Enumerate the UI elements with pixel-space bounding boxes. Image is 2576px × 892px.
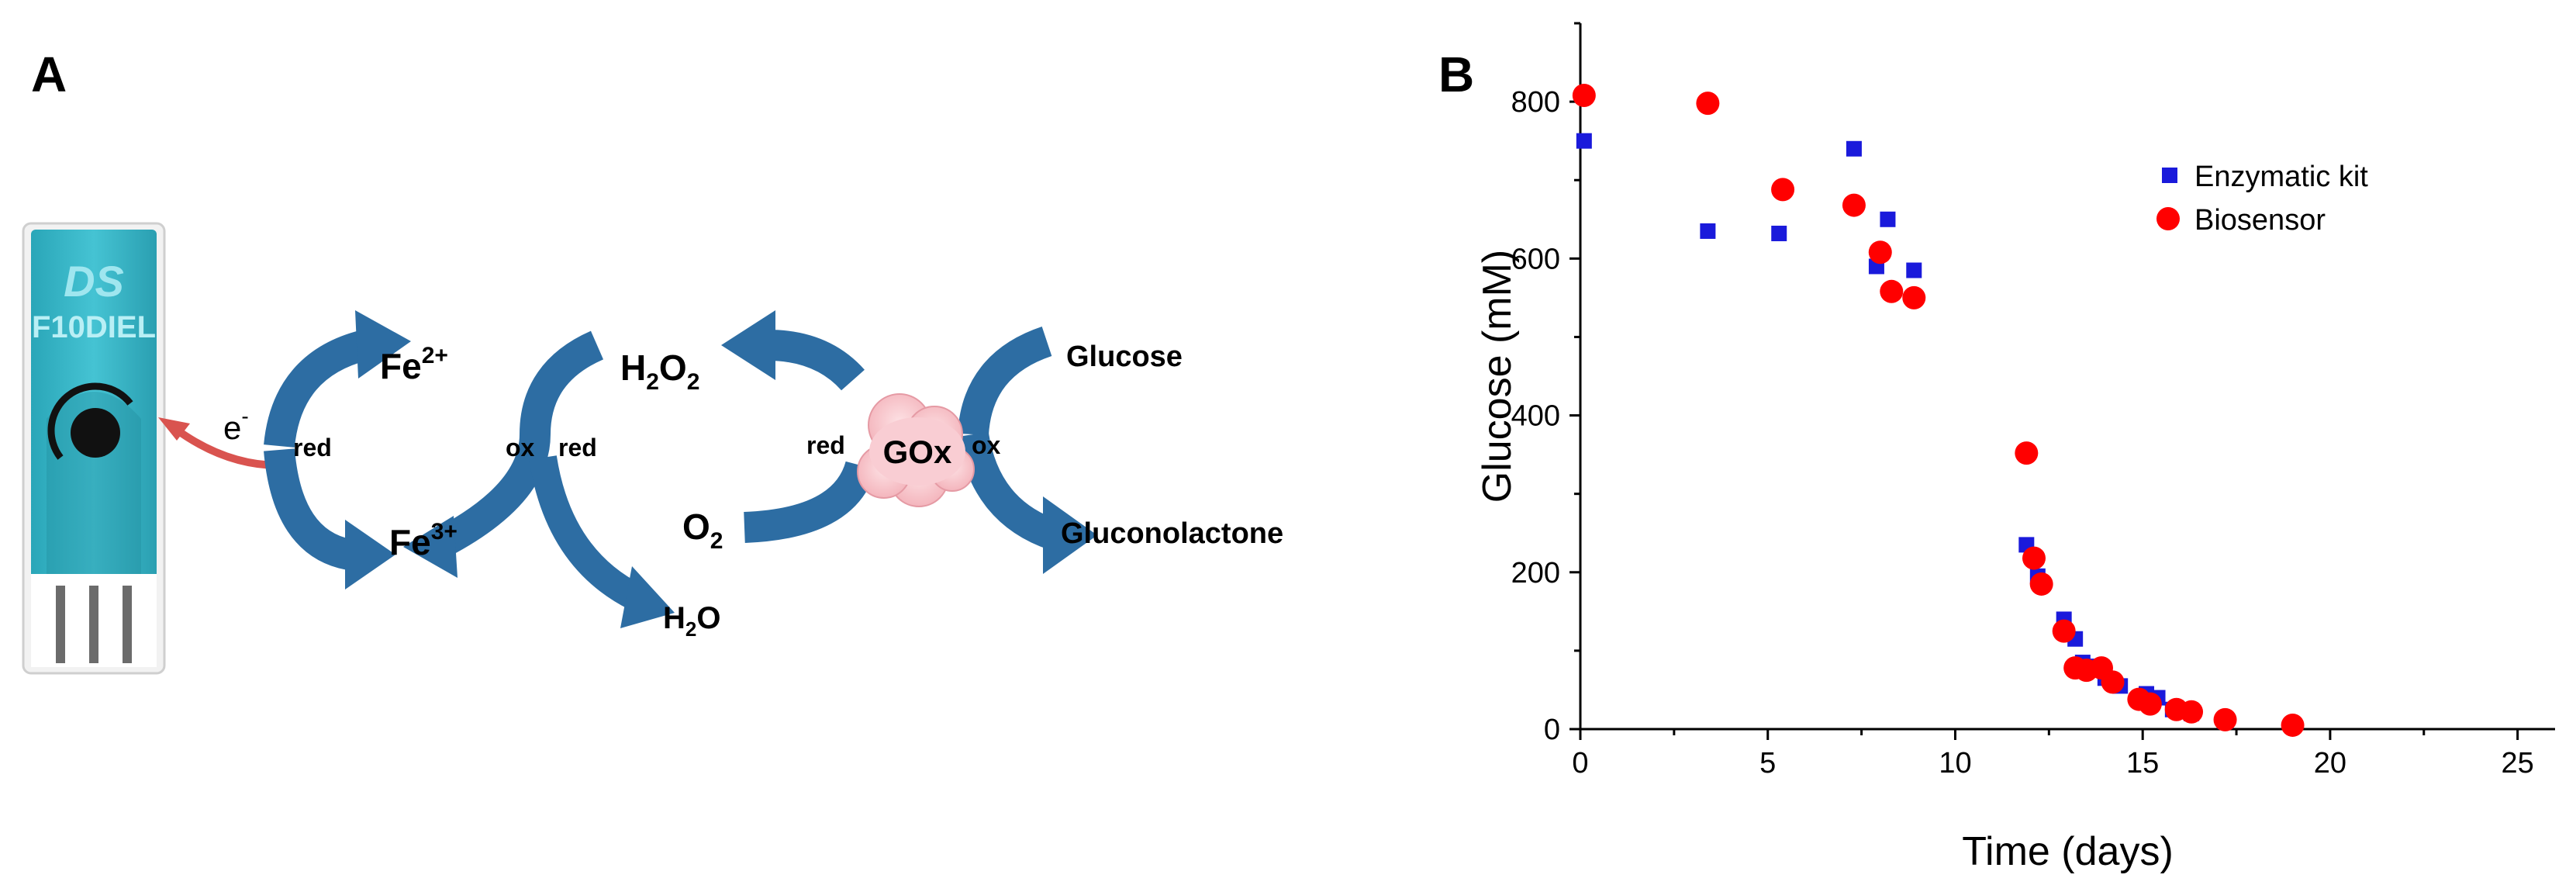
arrowhead-fe2 [355,310,411,379]
label-red-right: red [806,431,845,459]
label-ox-mid: ox [506,434,535,462]
panel-a-letter: A [31,47,67,102]
series-biosensor [1572,84,2305,737]
y-axis-ticks: 0 200 400 600 800 [1511,22,1580,746]
y-tick-label: 0 [1544,714,1560,746]
cycle-arc-o2 [744,460,876,543]
data-point-enzymatic-kit [1880,211,1896,227]
cycle-arc-fe-bottom [264,448,353,570]
cycle-arc-mid-top [520,330,604,435]
cycle-arc-fe-top [264,330,369,448]
species-o2: O2 [682,507,723,554]
data-point-biosensor [2015,441,2039,465]
arrowhead-gluconolactone [1043,496,1097,574]
arrowhead-fe3-mid [403,516,458,578]
data-point-biosensor [1696,92,1720,116]
panel-b-letter: B [1438,47,1474,102]
electron-label: e- [223,404,249,446]
label-red-mid: red [558,434,597,462]
data-point-enzymatic-kit [1906,262,1922,278]
data-point-enzymatic-kit [1576,133,1592,149]
arrowhead-h2o [620,566,675,628]
species-fe3: Fe3+ [389,519,458,562]
data-point-biosensor [1771,178,1795,202]
chart-legend: Enzymatic kit Biosensor [2156,161,2368,237]
data-point-biosensor [2052,619,2076,643]
cycle-arc-glucose [958,327,1052,436]
data-point-enzymatic-kit [1846,140,1862,157]
data-point-biosensor [2213,707,2237,731]
legend-marker-enzymatic-kit [2162,168,2177,183]
legend-label-biosensor: Biosensor [2194,204,2326,237]
species-h2o: H2O [663,601,720,641]
y-tick-label: 200 [1511,557,1560,589]
data-point-biosensor [1842,193,1866,217]
data-point-enzymatic-kit [1700,223,1716,239]
legend-label-enzymatic-kit: Enzymatic kit [2194,161,2368,193]
x-tick-label: 25 [2502,747,2534,780]
test-strip-image: DS F10DIEL [22,222,166,675]
strip-brand: DS [64,257,124,306]
data-point-biosensor [2029,572,2053,596]
x-tick-label: 0 [1572,747,1588,780]
cycle-arc-h2o2 [767,330,865,391]
electron-arrowhead [158,417,190,441]
data-point-biosensor [2281,713,2305,737]
data-point-biosensor [1572,84,1596,108]
arrowhead-fe3 [345,520,395,589]
x-tick-label: 5 [1759,747,1776,780]
arrowhead-h2o2 [721,310,775,380]
gox-label: GOx [883,434,952,470]
y-tick-label: 400 [1511,400,1560,433]
data-point-biosensor [1902,285,1926,309]
data-point-biosensor [2022,546,2046,570]
glucose-time-chart: 0 5 10 15 20 25 0 200 400 600 800 Time (days) Glu… [1475,22,2555,874]
label-red-left: red [293,434,332,462]
species-h2o2: H2O2 [620,347,699,395]
species-fe2: Fe2+ [380,343,448,386]
arc-h2o [529,455,643,610]
strip-model: F10DIEL [32,310,156,344]
y-tick-label: 800 [1511,86,1560,119]
x-tick-label: 15 [2126,747,2159,780]
data-point-biosensor [2138,692,2162,716]
data-point-enzymatic-kit [1771,225,1787,241]
series-enzymatic-kit [1576,133,2301,733]
x-axis-ticks: 0 5 10 15 20 25 [1572,729,2534,780]
y-tick-label: 600 [1511,243,1560,275]
x-tick-label: 20 [2314,747,2346,780]
data-point-biosensor [1880,279,1904,303]
species-glucose: Glucose [1066,341,1183,373]
label-ox-right: ox [972,431,1001,459]
x-tick-label: 10 [1939,747,1971,780]
gox-enzyme-cloud: GOx [857,393,975,507]
data-point-biosensor [2101,670,2125,694]
cycle-arc-mid-bottom [427,434,551,561]
y-axis-title: Glucose (mM) [1475,250,1520,503]
species-gluconolactone: Gluconolactone [1061,517,1283,550]
legend-marker-biosensor [2156,207,2180,230]
data-point-biosensor [2180,700,2204,724]
x-axis-title: Time (days) [1962,829,2174,874]
cycle-arc-gluconolactone [958,431,1060,550]
data-point-biosensor [1868,240,1892,264]
